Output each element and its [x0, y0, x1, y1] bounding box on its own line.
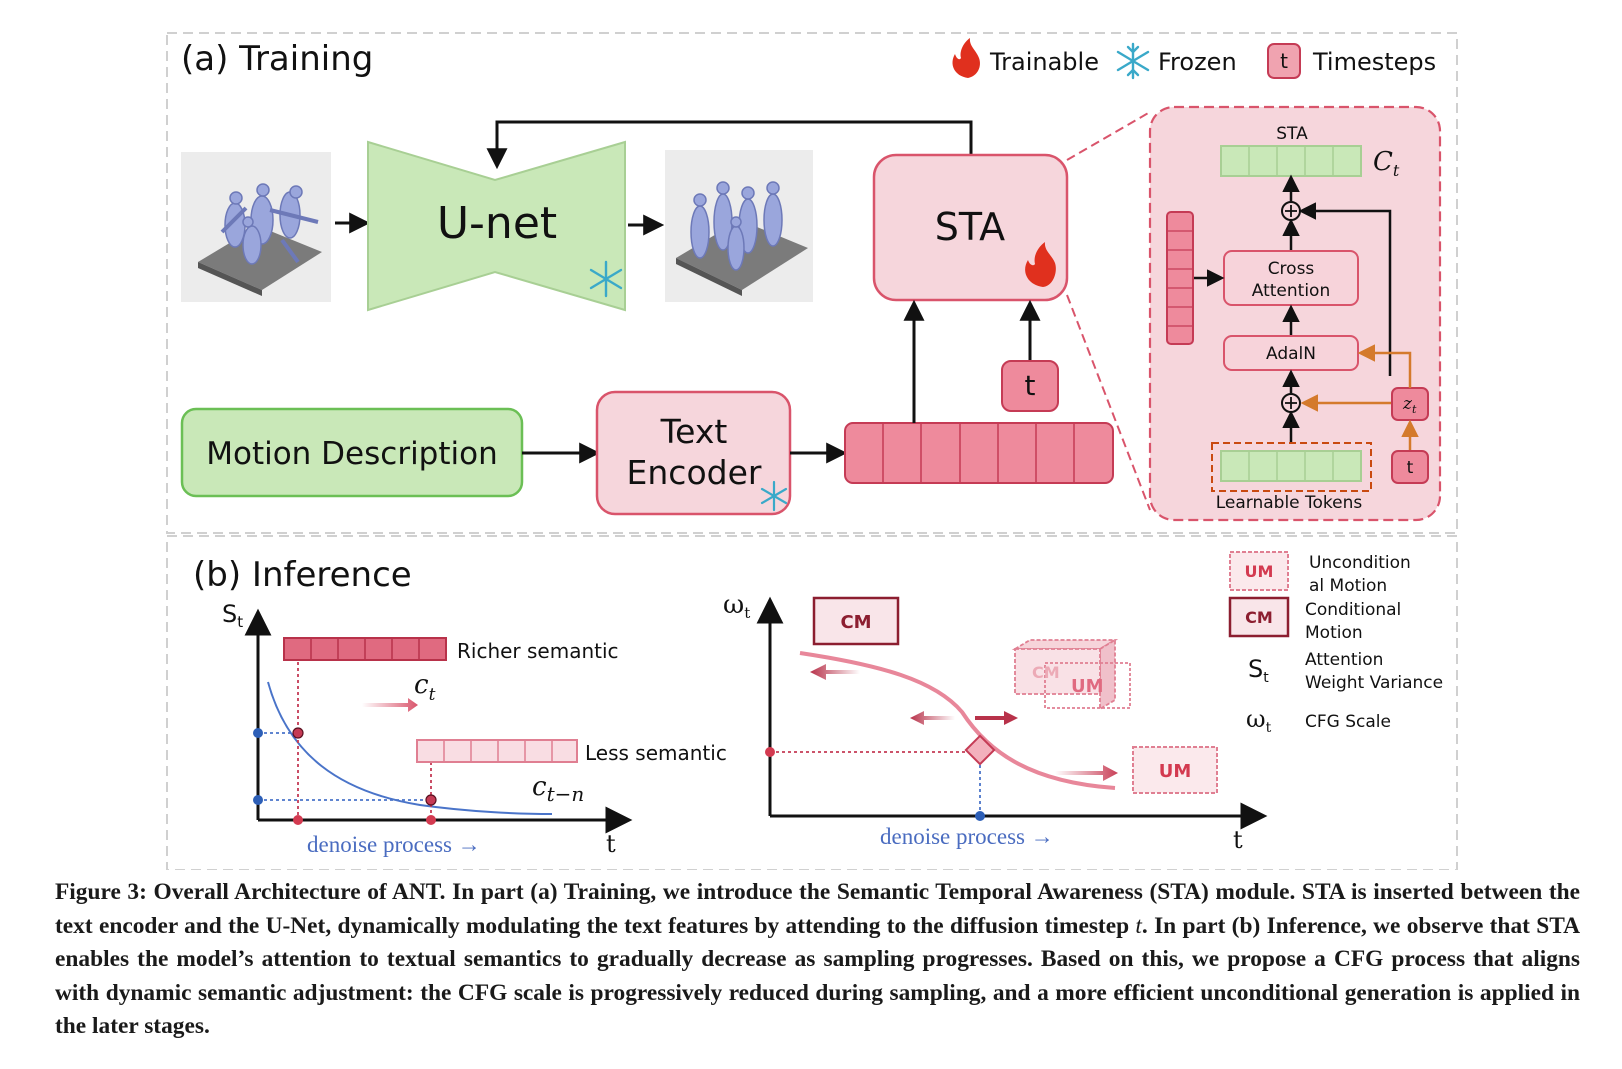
snowflake-icon [1116, 42, 1150, 80]
svg-text:al Motion: al Motion [1309, 576, 1387, 596]
left-arrow-mid [910, 711, 955, 725]
svg-text:ct: ct [414, 670, 436, 705]
svg-text:St: St [222, 600, 243, 631]
svg-text:ct−n: ct−n [532, 772, 584, 806]
left-arrow-top [810, 664, 860, 680]
svg-text:CM: CM [1245, 608, 1273, 627]
um-key [1229, 551, 1289, 591]
svg-text:Frozen: Frozen [1158, 48, 1237, 76]
svg-text:t: t [1025, 369, 1036, 402]
cfg-scale-plot: ωt t denoise process → CM CM UM UM [723, 590, 1268, 854]
svg-text:St: St [1248, 655, 1269, 686]
text-feature-tokens [844, 422, 1114, 484]
svg-text:UM: UM [1245, 562, 1274, 581]
svg-text:zt: zt [1402, 394, 1417, 416]
svg-text:Motion Description: Motion Description [206, 436, 498, 472]
inference-title: (b) Inference [193, 555, 412, 595]
detail-timestep-box [1391, 450, 1429, 484]
output-motion-image [665, 150, 813, 302]
svg-text:Encoder: Encoder [627, 453, 762, 492]
legend-timesteps: t Timesteps [1267, 43, 1436, 79]
svg-text:t: t [1280, 49, 1288, 73]
svg-text:Attention: Attention [1252, 281, 1330, 301]
sta-block: STA [872, 153, 1069, 302]
svg-text:t: t [1233, 826, 1243, 854]
motion-description-box: Motion Description [180, 407, 524, 498]
right-arrow-bottom [1055, 765, 1118, 781]
switch-point [964, 734, 996, 766]
svg-text:STA: STA [1276, 124, 1308, 144]
legend-trainable: Trainable [952, 38, 1099, 78]
input-motion-image [181, 152, 331, 302]
text-encoder-box: Text Encoder [595, 390, 792, 516]
svg-text:STA: STA [935, 205, 1005, 249]
figure-caption: Figure 3: Overall Architecture of ANT. I… [55, 879, 1580, 1039]
semantic-variance-plot: St t denoise process → Richer semantic c… [222, 600, 727, 858]
flame-icon [1025, 242, 1056, 287]
svg-text:denoise process →: denoise process → [880, 824, 1054, 849]
right-arrow-mid [975, 711, 1018, 725]
svg-text:Timesteps: Timesteps [1312, 48, 1436, 76]
svg-text:Ct: Ct [1373, 147, 1400, 180]
svg-text:ωt: ωt [1246, 705, 1272, 736]
shift-arrow [362, 698, 418, 712]
svg-text:t: t [606, 830, 616, 858]
architecture-figure: (a) Training Trainable Frozen t Timestep… [166, 32, 1458, 870]
cm-um-cube [1011, 638, 1131, 711]
text-features-vertical [1166, 211, 1194, 345]
svg-text:Cross: Cross [1268, 259, 1315, 279]
um-box [1132, 746, 1218, 794]
timestep-box: t [1001, 360, 1059, 412]
svg-text:U-net: U-net [437, 198, 557, 249]
svg-text:Less semantic: Less semantic [585, 741, 727, 765]
svg-text:UM: UM [1071, 676, 1104, 697]
svg-text:CFG Scale: CFG Scale [1305, 712, 1391, 732]
svg-text:Richer semantic: Richer semantic [457, 639, 619, 663]
svg-text:CM: CM [1032, 663, 1060, 682]
svg-text:denoise process →: denoise process → [307, 832, 481, 857]
training-panel-border [166, 32, 1458, 534]
inference-legend: UM Uncondition al Motion CM Conditional … [1228, 551, 1443, 736]
snowflake-icon [760, 480, 788, 512]
zoom-line-top [1066, 111, 1151, 161]
inference-panel-border [166, 535, 1458, 870]
svg-text:CM: CM [840, 612, 871, 633]
flame-icon [952, 38, 980, 78]
learnable-tokens-frame [1211, 442, 1372, 492]
svg-text:Uncondition: Uncondition [1309, 553, 1411, 573]
caption-timestep-symbol: t [1135, 912, 1142, 939]
svg-text:Weight Variance: Weight Variance [1305, 673, 1443, 693]
less-semantic-bar [416, 739, 578, 763]
arrow-sta-to-unet [486, 120, 973, 170]
svg-text:AdalN: AdalN [1266, 344, 1316, 364]
legend-frozen: Frozen [1116, 42, 1237, 80]
cm-key [1228, 596, 1290, 638]
svg-text:t: t [1407, 458, 1414, 478]
svg-text:Trainable: Trainable [989, 48, 1099, 76]
cm-box [812, 596, 900, 646]
svg-text:ωt: ωt [723, 590, 750, 622]
svg-text:Motion: Motion [1305, 623, 1363, 643]
timestep-key-box [1267, 43, 1301, 79]
svg-text:UM: UM [1159, 761, 1192, 782]
sta-detail-panel: STA Ct Cross Attention AdalN zt [1148, 105, 1442, 522]
svg-text:Learnable Tokens: Learnable Tokens [1216, 493, 1363, 513]
svg-text:Conditional: Conditional [1305, 600, 1401, 620]
svg-text:Attention: Attention [1305, 650, 1383, 670]
training-title: (a) Training [181, 39, 373, 79]
variance-curve [267, 681, 553, 815]
unet-block: U-net [367, 140, 626, 312]
output-tokens [1220, 145, 1362, 177]
svg-text:Text: Text [660, 412, 728, 451]
zoom-line-bottom [1066, 294, 1151, 511]
snowflake-icon [589, 260, 623, 298]
cfg-curve [799, 651, 1116, 790]
